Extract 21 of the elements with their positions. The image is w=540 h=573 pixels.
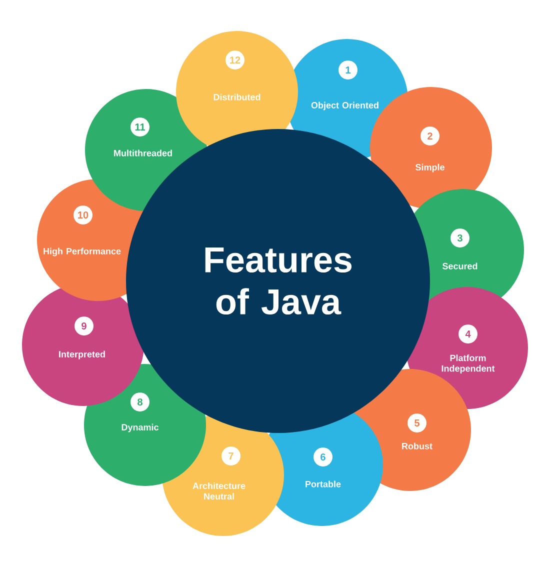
feature-label: Distributed bbox=[214, 94, 260, 100]
feature-label: Object Oriented bbox=[311, 102, 378, 110]
feature-label: High Performance bbox=[44, 248, 121, 256]
number-badge: 12 bbox=[226, 50, 244, 70]
number-badge: 9 bbox=[74, 316, 94, 336]
number-badge: 1 bbox=[338, 60, 358, 80]
number-badge: 8 bbox=[130, 392, 150, 412]
number-badge: 10 bbox=[74, 206, 92, 224]
feature-label: Platform Independent bbox=[442, 354, 495, 374]
number-badge: 3 bbox=[450, 228, 470, 248]
feature-label: Secured bbox=[442, 262, 478, 270]
feature-label: Robust bbox=[402, 442, 432, 450]
number-badge: 7 bbox=[222, 446, 240, 466]
number-badge: 5 bbox=[408, 414, 426, 432]
feature-label: Interpreted bbox=[59, 350, 105, 360]
number-badge: 6 bbox=[314, 448, 332, 466]
feature-label: Architecture Neutral bbox=[192, 482, 246, 500]
feature-label: Portable bbox=[306, 480, 341, 488]
number-badge: 4 bbox=[458, 324, 478, 344]
number-badge: 2 bbox=[420, 126, 440, 146]
number-badge: 11 bbox=[130, 118, 150, 136]
